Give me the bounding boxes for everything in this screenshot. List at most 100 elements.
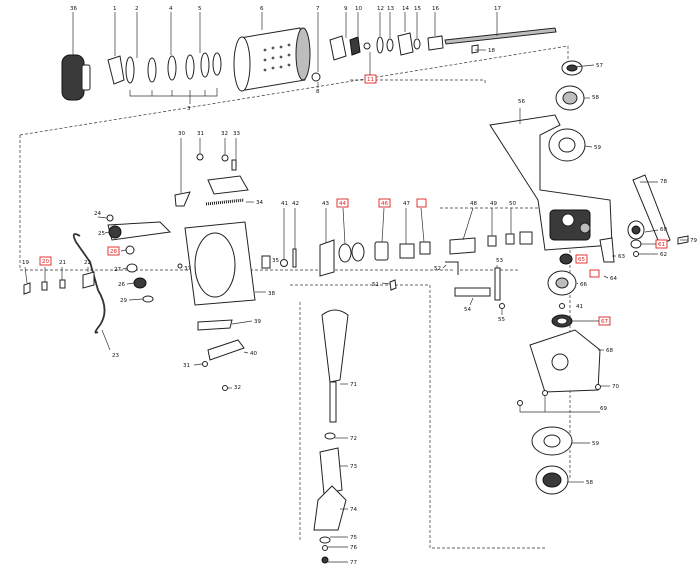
- part-48: [449, 237, 476, 255]
- part-50b: [519, 231, 533, 245]
- part-11: [363, 42, 371, 50]
- spool-assembly: [61, 27, 557, 101]
- part-72: [324, 432, 336, 440]
- label-64: 64: [610, 276, 617, 282]
- drag-washer-b: [185, 54, 195, 80]
- label-4: 4: [169, 6, 173, 12]
- label-51: 51: [372, 282, 379, 288]
- part-71: [321, 309, 349, 383]
- label-68: 68: [606, 348, 613, 354]
- label-49: 49: [490, 201, 497, 207]
- label-33: 33: [233, 131, 240, 137]
- label-9: 9: [344, 6, 348, 12]
- label-50: 50: [509, 201, 516, 207]
- label-35: 35: [272, 258, 279, 264]
- highlighted-labels: 11 20 28 44 46 65 61 67: [39, 74, 668, 326]
- label-74: 74: [350, 507, 357, 513]
- part-31-top: [196, 153, 204, 161]
- label-52: 52: [434, 266, 441, 272]
- label-66: 66: [580, 282, 587, 288]
- screw-70b: [542, 390, 548, 396]
- label-59b: 59: [592, 441, 599, 447]
- label-8: 8: [316, 89, 320, 95]
- label-56: 56: [518, 99, 525, 105]
- drag-washer-c: [212, 52, 222, 76]
- handle-arm: [632, 174, 671, 246]
- part-24: [106, 214, 114, 222]
- label-39: 39: [254, 319, 261, 325]
- part-labels: 36 1 2 4 5 6 7 9 10 12 13 14 15 16 17 18…: [22, 6, 697, 566]
- part-53: [494, 267, 501, 301]
- label-48: 48: [470, 201, 477, 207]
- label-15: 15: [414, 6, 421, 12]
- label-34: 34: [256, 200, 263, 206]
- part-12: [376, 36, 384, 54]
- part-47b: [419, 241, 431, 255]
- label-5: 5: [198, 6, 202, 12]
- label-37: 37: [184, 266, 191, 272]
- label-40: 40: [250, 351, 257, 357]
- label-2: 2: [135, 6, 139, 12]
- label-29: 29: [120, 298, 127, 304]
- highlight-box-20: [39, 256, 52, 266]
- label-31b: 31: [183, 363, 190, 369]
- label-69: 69: [600, 406, 607, 412]
- label-53: 53: [496, 258, 503, 264]
- label-27: 27: [114, 267, 121, 273]
- label-41: 41: [281, 201, 288, 207]
- label-67: 67: [601, 319, 608, 325]
- part-73: [319, 447, 343, 495]
- part-22: [82, 271, 95, 289]
- drag-washer-a: [147, 57, 157, 83]
- part-41-right: [559, 303, 565, 309]
- label-21: 21: [59, 260, 66, 266]
- part-51: [389, 279, 397, 291]
- label-28: 28: [110, 249, 117, 255]
- label-77: 77: [350, 560, 357, 566]
- label-42: 42: [292, 201, 299, 207]
- label-6: 6: [260, 6, 264, 12]
- label-20: 20: [42, 259, 49, 265]
- top-leaders: [72, 12, 498, 104]
- label-14: 14: [402, 6, 409, 12]
- part-37: [177, 263, 183, 269]
- label-30: 30: [178, 131, 185, 137]
- handle-grip-assembly: [313, 309, 349, 564]
- label-63: 63: [618, 254, 625, 260]
- label-79: 79: [690, 238, 697, 244]
- label-73: 73: [350, 464, 357, 470]
- label-76: 76: [350, 545, 357, 551]
- part-46: [374, 241, 389, 261]
- part-49: [487, 235, 497, 247]
- label-46: 46: [381, 201, 388, 207]
- part-16: [427, 35, 444, 51]
- label-1: 1: [113, 6, 117, 12]
- wire-bail: [72, 233, 106, 334]
- label-26: 26: [118, 282, 125, 288]
- part-54: [454, 287, 491, 297]
- label-41r: 41: [576, 304, 583, 310]
- part-75: [319, 536, 331, 544]
- label-18: 18: [488, 48, 495, 54]
- part-30: [174, 191, 191, 207]
- highlight-box-65: [575, 254, 588, 264]
- drag-washer-2: [125, 56, 135, 84]
- label-47: 47: [403, 201, 410, 207]
- label-13: 13: [387, 6, 394, 12]
- drag-washer-5: [200, 52, 210, 78]
- label-55: 55: [498, 317, 505, 323]
- part-39: [197, 319, 233, 331]
- label-59: 59: [594, 145, 601, 151]
- part-42: [292, 248, 297, 268]
- label-22: 22: [84, 260, 91, 266]
- part-45: [351, 242, 365, 262]
- part-29: [142, 295, 154, 303]
- part-50: [505, 233, 515, 245]
- spool: [233, 27, 311, 92]
- label-58: 58: [592, 95, 599, 101]
- screw-31-bottom: [202, 361, 208, 367]
- label-19: 19: [22, 260, 29, 266]
- label-11: 11: [367, 77, 374, 83]
- part-32-top: [221, 154, 229, 162]
- part-33: [231, 159, 237, 171]
